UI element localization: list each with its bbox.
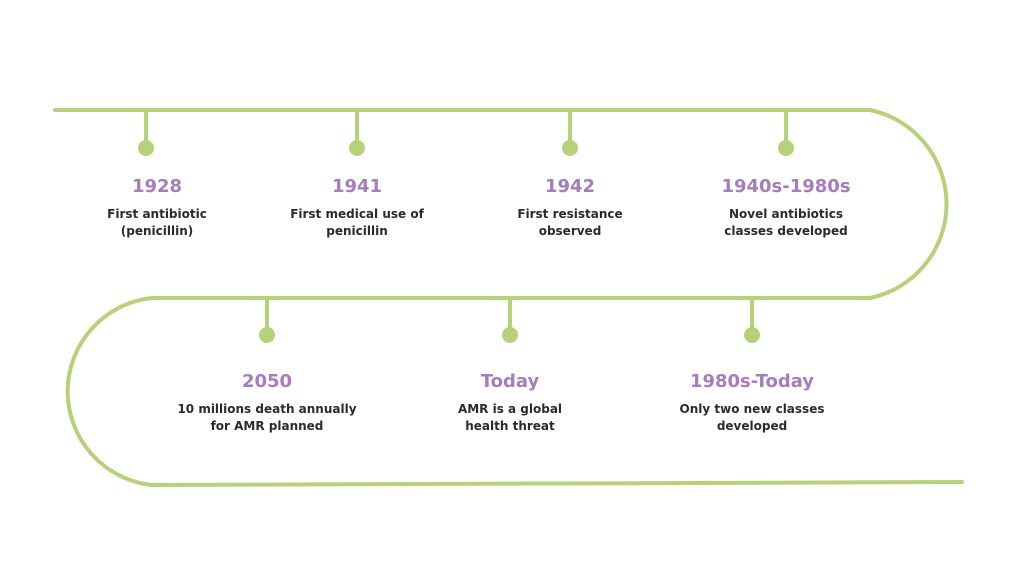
marker-dot bbox=[502, 327, 518, 343]
event-year: Today bbox=[480, 371, 540, 392]
marker-dot bbox=[744, 327, 760, 343]
event-year: 1980s-Today bbox=[689, 371, 815, 392]
event-year: 1940s-1980s bbox=[721, 176, 851, 197]
event-year: 1928 bbox=[131, 176, 183, 197]
event-year: 2050 bbox=[241, 371, 293, 392]
event-description: First antibiotic (penicillin) bbox=[107, 207, 207, 238]
marker-1980s-today bbox=[744, 298, 760, 343]
marker-1941 bbox=[349, 110, 365, 156]
timeline-event-1980s-today: 1980s-Today Only two new classes develop… bbox=[652, 371, 852, 435]
event-description: Novel antibiotics classes developed bbox=[724, 207, 848, 238]
marker-1940s-1980s bbox=[778, 110, 794, 156]
marker-dot bbox=[259, 327, 275, 343]
marker-1928 bbox=[138, 110, 154, 156]
marker-dot bbox=[138, 140, 154, 156]
marker-today bbox=[502, 298, 518, 343]
timeline-track bbox=[53, 108, 964, 487]
marker-2050 bbox=[259, 298, 275, 343]
timeline-event-1928: 1928 First antibiotic (penicillin) bbox=[57, 176, 257, 240]
timeline-event-today: Today AMR is a global health threat bbox=[410, 371, 610, 435]
marker-1942 bbox=[562, 110, 578, 156]
marker-dot bbox=[349, 140, 365, 156]
marker-dot bbox=[778, 140, 794, 156]
timeline-event-1940s-1980s: 1940s-1980s Novel antibiotics classes de… bbox=[686, 176, 886, 240]
timeline-event-1941: 1941 First medical use of penicillin bbox=[257, 176, 457, 240]
event-description: Only two new classes developed bbox=[679, 402, 825, 433]
event-description: AMR is a global health threat bbox=[457, 402, 563, 433]
timeline-event-2050: 2050 10 millions death annually for AMR … bbox=[167, 371, 367, 435]
marker-dot bbox=[562, 140, 578, 156]
event-year: 1942 bbox=[544, 176, 596, 197]
event-description: First medical use of penicillin bbox=[290, 207, 424, 238]
event-description: 10 millions death annually for AMR plann… bbox=[177, 402, 357, 433]
event-description: First resistance observed bbox=[517, 207, 623, 238]
event-year: 1941 bbox=[331, 176, 383, 197]
timeline-event-1942: 1942 First resistance observed bbox=[470, 176, 670, 240]
